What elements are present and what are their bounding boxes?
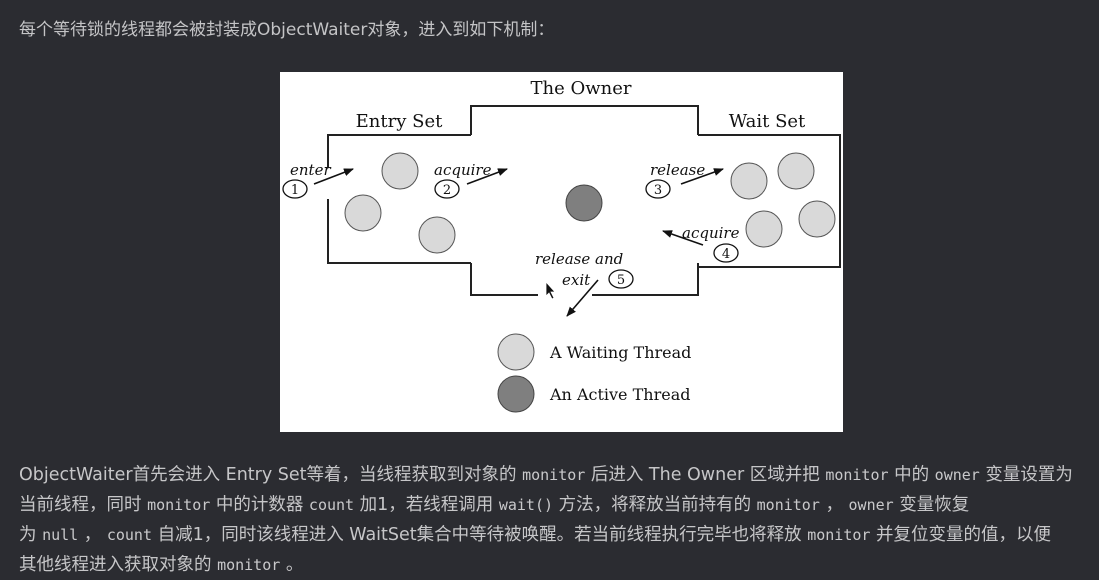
step-2-number: 2 <box>443 183 451 198</box>
release-exit-label-line2: exit <box>562 271 591 289</box>
entry-set-top-wall <box>327 134 471 168</box>
release-exit-label-line1: release and <box>535 250 623 268</box>
inline-code: owner <box>934 466 980 484</box>
step-5-number: 5 <box>617 273 625 288</box>
release-arrow-3 <box>680 168 724 185</box>
text-run: ， <box>819 495 849 515</box>
text-run: 中的 <box>888 465 935 485</box>
paragraph-line-3: 为 null ， count 自减1，同时该线程进入 WaitSet集合中等待被… <box>19 520 1094 550</box>
inline-code: null <box>42 526 79 544</box>
step-1-number: 1 <box>291 183 299 198</box>
text-run: 变量恢复 <box>893 495 970 515</box>
inline-code: count <box>308 496 355 514</box>
intro-text: 每个等待锁的线程都会被封装成ObjectWaiter对象，进入到如下机制： <box>19 20 555 40</box>
text-run: ObjectWaiter首先会进入 Entry Set等着，当线程获取到对象的 <box>19 465 523 485</box>
text-run: 方法，将释放当前持有的 <box>553 495 757 515</box>
release-label-3: release <box>650 161 705 179</box>
wait-waiting-thread <box>745 210 783 248</box>
wait-set-title: Wait Set <box>729 111 806 132</box>
text-run: 其他线程进入获取对象的 <box>19 555 218 575</box>
step-4-number: 4 <box>722 247 730 262</box>
inline-code: monitor <box>756 496 820 514</box>
inline-code: monitor <box>522 466 586 484</box>
legend-active-swatch <box>497 375 535 413</box>
step-3-number: 3 <box>654 183 662 198</box>
entry-waiting-thread <box>418 216 456 254</box>
step-4-badge <box>713 243 739 263</box>
monitor-diagram-svg: The Owner Entry Set Wait Set <box>282 78 841 413</box>
owner-bottom-right-wall <box>592 263 699 296</box>
inline-code: count <box>106 526 152 544</box>
inline-code: monitor <box>825 466 889 484</box>
mouse-cursor-icon <box>545 280 556 300</box>
inline-code: owner <box>848 496 894 514</box>
wait-waiting-thread <box>730 162 768 200</box>
text-run: 当前线程，同时 <box>19 495 148 515</box>
acquire-label-2: acquire <box>434 161 492 179</box>
text-run: 自减1，同时该线程进入 WaitSet集合中等待被唤醒。若当前线程执行完毕也将释… <box>152 525 808 545</box>
wait-waiting-thread <box>798 200 836 238</box>
step-2-badge <box>434 179 460 199</box>
paragraph-line-1: ObjectWaiter首先会进入 Entry Set等着，当线程获取到对象的 … <box>19 460 1094 490</box>
acquire-arrow-2 <box>466 168 508 185</box>
inline-code: wait() <box>498 496 554 514</box>
explanation-paragraph: ObjectWaiter首先会进入 Entry Set等着，当线程获取到对象的 … <box>19 460 1094 580</box>
step-3-badge <box>645 179 671 199</box>
paragraph-line-4: 其他线程进入获取对象的 monitor 。 <box>19 550 1094 580</box>
legend-waiting-label: A Waiting Thread <box>549 343 691 362</box>
entry-waiting-thread <box>381 152 419 190</box>
text-run: 为 <box>19 525 43 545</box>
text-run: 后进入 The Owner 区域并把 <box>585 465 826 485</box>
entry-waiting-thread <box>344 194 382 232</box>
text-run: ， <box>78 525 107 545</box>
legend-waiting-swatch <box>497 333 535 371</box>
text-run: 中的计数器 <box>210 495 309 515</box>
owner-top-wall <box>470 105 699 135</box>
wait-set-walls <box>698 134 841 268</box>
acquire-arrow-4 <box>662 230 704 246</box>
entry-set-bottom-wall <box>327 199 471 264</box>
entry-set-title: Entry Set <box>356 111 443 132</box>
enter-label: enter <box>290 161 331 179</box>
text-run: 加1，若线程调用 <box>354 495 499 515</box>
paragraph-line-2: 当前线程，同时 monitor 中的计数器 count 加1，若线程调用 wai… <box>19 490 1094 520</box>
text-run: 并复位变量的值，以便 <box>870 525 1051 545</box>
step-1-badge <box>282 179 308 199</box>
owner-title: The Owner <box>531 78 632 99</box>
acquire-label-4: acquire <box>682 224 740 242</box>
inline-code: monitor <box>807 526 871 544</box>
release-exit-arrow <box>566 279 599 317</box>
legend-active-label: An Active Thread <box>549 385 690 404</box>
enter-arrow <box>313 168 354 185</box>
step-5-badge <box>608 269 634 289</box>
text-run: 变量设置为 <box>979 465 1073 485</box>
text-run: 。 <box>280 555 304 575</box>
owner-active-thread <box>565 184 603 222</box>
diagram-structure <box>327 105 841 296</box>
inline-code: monitor <box>147 496 211 514</box>
inline-code: monitor <box>217 556 281 574</box>
wait-waiting-thread <box>777 152 815 190</box>
owner-bottom-left-wall <box>470 263 538 296</box>
monitor-diagram: The Owner Entry Set Wait Set <box>280 72 843 432</box>
